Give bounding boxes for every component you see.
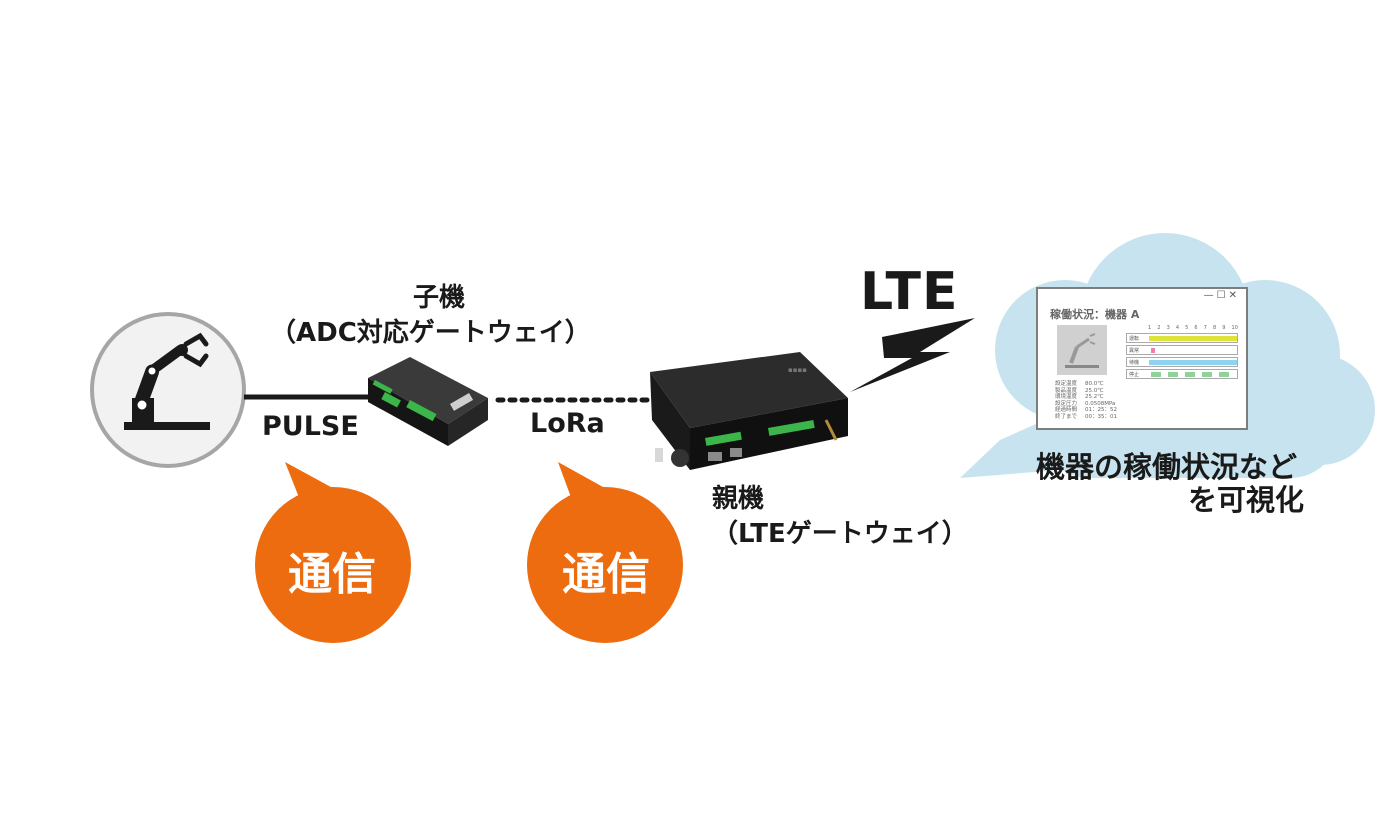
timeline-row-standby: 待機	[1126, 357, 1238, 367]
svg-text:▪▪▪▪: ▪▪▪▪	[788, 366, 807, 374]
child-gateway-device	[368, 357, 488, 446]
lightning-icon	[850, 318, 975, 392]
cloud-caption-line1: 機器の稼働状況など	[1036, 450, 1298, 484]
robot-thumbnail-icon	[1065, 333, 1099, 368]
dashboard-title: 稼働状況：機器 A	[1050, 308, 1140, 321]
timeline-row-stopped: 停止	[1126, 369, 1238, 379]
lora-label: LoRa	[530, 408, 605, 439]
parent-device-subtitle: （LTEゲートウェイ）	[712, 519, 968, 549]
communication-bubble-2: 通信	[562, 549, 650, 600]
communication-bubble-1: 通信	[288, 549, 376, 600]
timeline-row-error: 異常	[1126, 345, 1238, 355]
timeline-row-running: 運転	[1126, 333, 1238, 343]
window-controls: —☐✕	[1203, 290, 1240, 301]
robot-arm-icon	[90, 312, 246, 468]
parent-device-title: 親機	[712, 484, 765, 514]
parent-gateway-device: ▪▪▪▪	[650, 352, 848, 470]
robot-thumbnail	[1057, 325, 1107, 375]
child-device-subtitle: （ADC対応ゲートウェイ）	[270, 318, 591, 348]
bubble-shape-2	[527, 462, 683, 643]
lte-label: LTE	[860, 262, 959, 322]
bubble-shape-1	[255, 462, 411, 643]
pulse-label: PULSE	[262, 411, 359, 442]
cloud-caption-line2: を可視化	[1188, 483, 1305, 517]
child-device-title: 子機	[413, 283, 466, 313]
